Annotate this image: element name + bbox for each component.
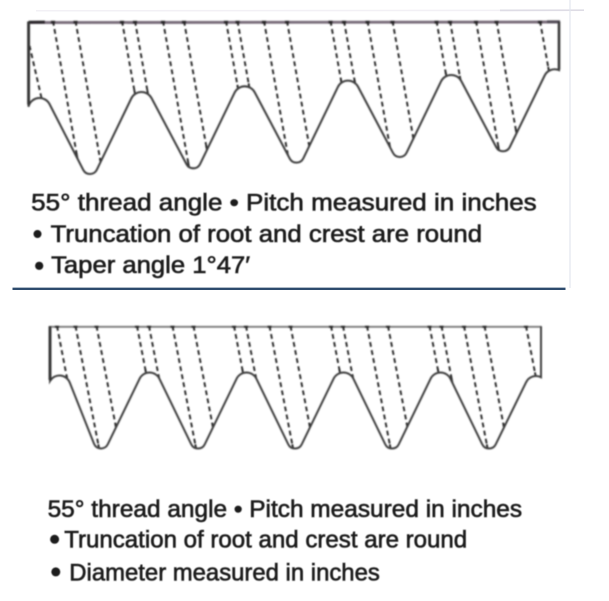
svg-text:Diameter measured in inches: Diameter measured in inches bbox=[69, 560, 380, 587]
svg-text:Taper angle 1°47′: Taper angle 1°47′ bbox=[51, 252, 250, 279]
svg-text:Truncation of root and crest a: Truncation of root and crest are round bbox=[51, 221, 483, 248]
svg-text:55° thread angle • Pitch measu: 55° thread angle • Pitch measured in inc… bbox=[31, 190, 537, 217]
svg-text:55° thread angle • Pitch measu: 55° thread angle • Pitch measured in inc… bbox=[48, 496, 522, 523]
svg-text:Truncation of root and crest a: Truncation of root and crest are round bbox=[64, 526, 467, 553]
